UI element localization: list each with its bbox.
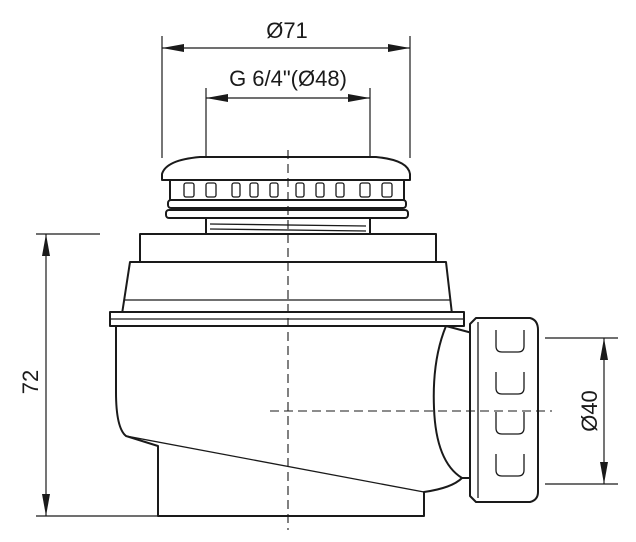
outlet-nut xyxy=(469,317,539,503)
outlet-diameter-label: Ø40 xyxy=(577,390,602,432)
arrow-bottom xyxy=(600,462,608,484)
height-label: 72 xyxy=(18,370,43,394)
outlet-nut-body xyxy=(469,317,539,503)
outlet-nut-ribs xyxy=(495,330,525,477)
outlet-transition xyxy=(432,325,477,479)
drain-bowl xyxy=(115,325,463,517)
arrow-bottom xyxy=(42,494,50,516)
drain-cap xyxy=(161,156,411,219)
cap-grille-slots xyxy=(183,182,393,198)
arrow-top xyxy=(42,234,50,256)
arrow-left xyxy=(206,94,228,102)
top-diameter-label: Ø71 xyxy=(266,18,308,43)
cap-ring-lower xyxy=(165,209,409,219)
bowl-slope-line xyxy=(125,435,425,493)
arrow-left xyxy=(162,44,184,52)
cap-ring-upper xyxy=(167,199,407,209)
thread-line-2 xyxy=(209,228,367,232)
dimension-thread: G 6/4"(Ø48) xyxy=(205,66,371,176)
thread-label: G 6/4"(Ø48) xyxy=(229,66,347,91)
arrow-right xyxy=(348,94,370,102)
dimension-height: 72 xyxy=(18,233,160,517)
dimension-outlet-diameter: Ø40 xyxy=(545,337,618,485)
arrow-right xyxy=(388,44,410,52)
drain-body xyxy=(115,325,477,517)
dimension-top-diameter: Ø71 xyxy=(161,18,411,158)
cap-dome xyxy=(161,156,411,181)
arrow-top xyxy=(600,338,608,360)
upper-housing xyxy=(109,233,465,327)
upper-housing-shell xyxy=(121,261,453,315)
